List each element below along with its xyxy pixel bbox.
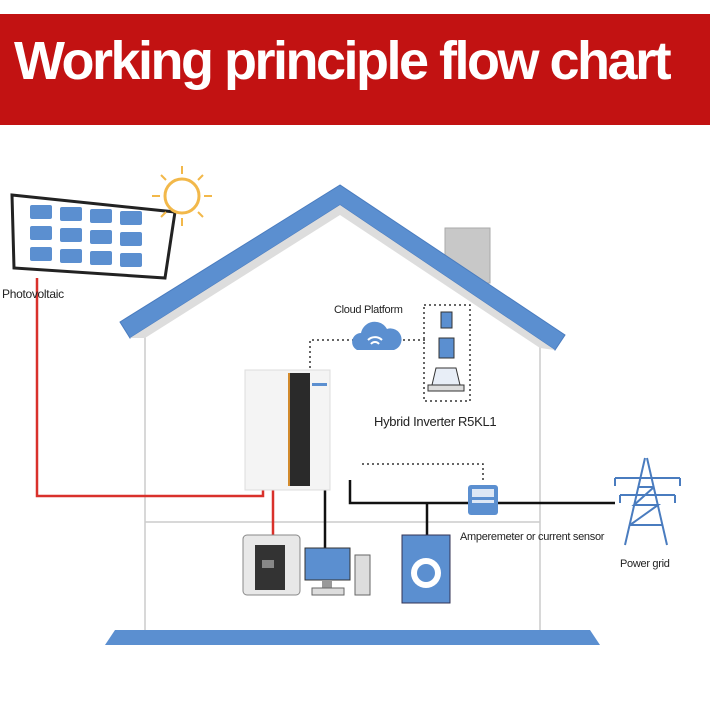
house [105, 184, 600, 645]
power-tower-icon [614, 457, 681, 546]
ac-wiring [323, 480, 615, 548]
monitoring-devices-icon [427, 311, 465, 392]
computer-icon [304, 547, 371, 596]
cloud-icon [352, 321, 402, 350]
inverter-label: Hybrid Inverter R5KL1 [374, 414, 497, 429]
house-base [105, 630, 600, 645]
photovoltaic-label: Photovoltaic [2, 287, 64, 301]
meter-icon [468, 485, 498, 515]
hybrid-inverter-icon [244, 369, 331, 491]
sun-icon [152, 166, 212, 226]
page-title: Working principle flow chart [14, 31, 672, 91]
meter-label: Amperemeter or current sensor [460, 531, 605, 543]
battery-icon [242, 534, 301, 596]
solar-panel-icon [10, 193, 177, 280]
power-grid-label: Power grid [620, 558, 670, 570]
title-banner [0, 14, 710, 125]
washing-machine-icon [401, 534, 451, 604]
cloud-platform-label: Cloud Platform [334, 304, 403, 316]
